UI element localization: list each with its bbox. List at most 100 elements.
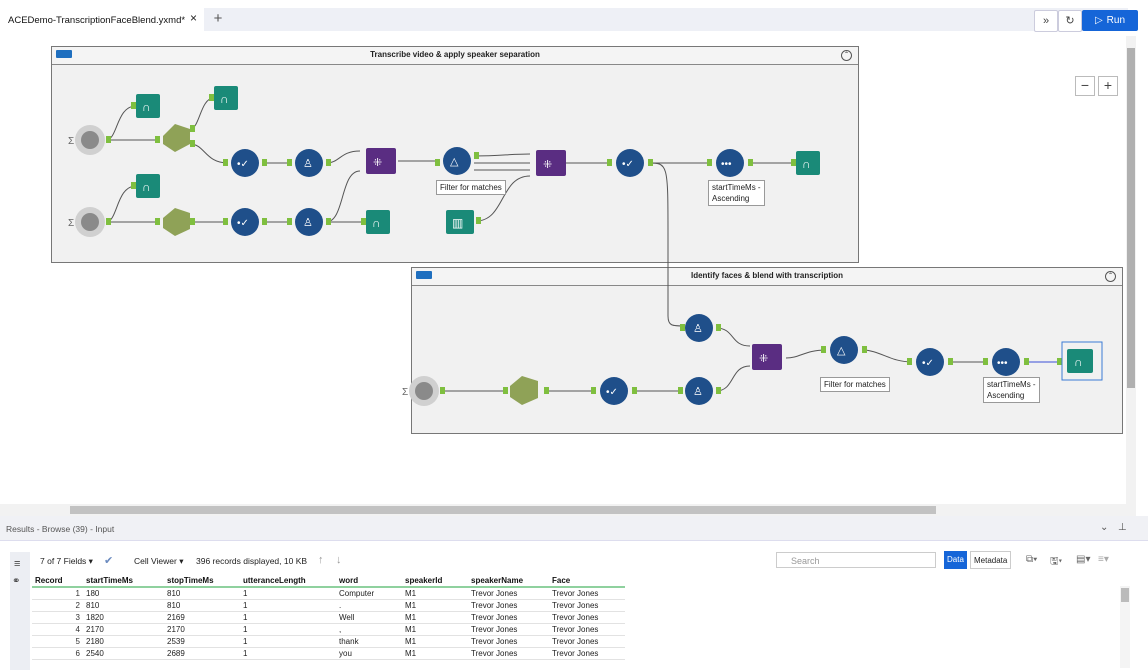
menu-icon[interactable]: ≡ [14, 558, 21, 570]
table-cell: 1 [240, 647, 336, 660]
svg-text:•✓: •✓ [622, 159, 634, 170]
sort-tool-icon: ••• [716, 149, 744, 177]
table-cell: 2180 [83, 635, 164, 648]
connection [785, 349, 827, 359]
table-cell: Trevor Jones [468, 623, 549, 636]
canvas-vertical-scroll-thumb[interactable] [1127, 48, 1135, 388]
arrow-down-icon[interactable]: ↓ [336, 554, 342, 566]
input-video-tool-1: Σ [68, 125, 105, 155]
metadata-tab[interactable]: Metadata [970, 551, 1012, 569]
table-cell: 6 [32, 647, 83, 660]
svg-text:⁜: ⁜ [543, 159, 552, 171]
table-cell: 1 [32, 587, 83, 600]
column-header[interactable]: Face [549, 574, 625, 588]
svg-text:•✓: •✓ [922, 358, 934, 369]
results-vertical-scrollbar[interactable] [1120, 586, 1130, 668]
search-input[interactable]: Search [776, 552, 936, 568]
layout-icon[interactable]: ▤▾ [1076, 554, 1091, 565]
container-title: Identify faces & blend with transcriptio… [690, 271, 844, 280]
check-icon[interactable]: ✔ [104, 555, 114, 567]
svg-text:♙: ♙ [303, 217, 313, 229]
results-title: Results - Browse (39) - Input [6, 524, 115, 534]
tab-strip [204, 8, 1128, 31]
formula-tool-icon: ♙ [685, 377, 713, 405]
connection [473, 153, 531, 157]
select-tool-icon: •✓ [600, 377, 628, 405]
table-cell: 2170 [164, 623, 240, 636]
expand-panel-button[interactable]: » [1034, 10, 1058, 32]
input-video-tool-2: Σ [68, 207, 105, 237]
collapse-chevron-icon[interactable]: ⌄ [1100, 522, 1109, 533]
svg-text:Σ: Σ [402, 387, 408, 398]
cell-viewer-dropdown[interactable]: Cell Viewer ▾ [134, 556, 184, 566]
table-cell: Trevor Jones [549, 647, 625, 660]
connection [189, 143, 229, 164]
table-cell: 180 [83, 587, 164, 600]
copy-icon[interactable]: ⧉▾ [1026, 554, 1038, 565]
table-cell: 1 [240, 635, 336, 648]
input-video-tool-3: Σ [402, 376, 439, 406]
table-cell: 2 [32, 599, 83, 612]
svg-text:△: △ [450, 156, 459, 168]
table-cell: M1 [402, 599, 468, 612]
column-header[interactable]: word [336, 574, 402, 588]
canvas-horizontal-scroll-thumb[interactable] [70, 506, 936, 514]
pin-icon[interactable]: ⊥ [1118, 522, 1127, 533]
save-icon[interactable]: 🖫▾ [1050, 556, 1063, 567]
filter-annotation: Filter for matches [436, 180, 506, 195]
column-header[interactable]: stopTimeMs [164, 574, 240, 588]
transcribe-tool-icon [163, 124, 190, 152]
svg-text:⁜: ⁜ [759, 353, 768, 365]
container-title: Transcribe video & apply speaker separat… [370, 50, 540, 59]
column-header[interactable]: speakerName [468, 574, 549, 588]
formula-tool-icon: ♙ [295, 208, 323, 236]
svg-text:△: △ [837, 345, 846, 357]
browse-tool-icon: ∩ [136, 174, 160, 198]
arrow-up-icon[interactable]: ↑ [318, 554, 324, 566]
svg-text:∩: ∩ [802, 157, 811, 171]
table-cell: 2170 [83, 623, 164, 636]
column-header[interactable]: Record [32, 574, 83, 588]
text-input-tool-icon: ▥ [446, 210, 474, 234]
table-cell: M1 [402, 623, 468, 636]
add-tab-button[interactable]: + [213, 10, 223, 27]
svg-text:∩: ∩ [220, 92, 229, 106]
table-cell: M1 [402, 587, 468, 600]
zoom-in-button[interactable]: + [1098, 76, 1118, 96]
tab-close-icon[interactable]: × [190, 11, 198, 25]
data-tab[interactable]: Data [944, 551, 967, 569]
workflow-canvas[interactable]: − + Transcribe video & apply speaker sep… [0, 36, 1126, 504]
table-cell: Well [336, 611, 402, 624]
zoom-out-button[interactable]: − [1075, 76, 1095, 96]
more-options-icon[interactable]: ≡▾ [1098, 554, 1109, 565]
table-cell: 1820 [83, 611, 164, 624]
column-header[interactable]: speakerId [402, 574, 468, 588]
table-cell: , [336, 623, 402, 636]
collapse-icon[interactable]: ⌃ [1105, 271, 1116, 282]
column-header[interactable]: utteranceLength [240, 574, 336, 588]
browse-tool-icon: ∩ [214, 86, 238, 110]
results-scroll-thumb[interactable] [1121, 588, 1129, 602]
join-tool-icon: ⁜ [752, 344, 782, 370]
binoculars-icon[interactable]: ⚭ [12, 576, 21, 587]
svg-text:♙: ♙ [303, 158, 313, 170]
collapse-icon[interactable]: ⌃ [841, 50, 852, 61]
run-button[interactable]: ▷ Run [1082, 10, 1138, 31]
tab-workflow[interactable]: ACEDemo-TranscriptionFaceBlend.yxmd* [8, 9, 185, 31]
svg-text:∩: ∩ [1074, 355, 1083, 369]
browse-tool-icon: ∩ [366, 210, 390, 234]
fields-dropdown[interactable]: 7 of 7 Fields ▾ [40, 556, 93, 566]
records-info: 396 records displayed, 10 KB [196, 556, 308, 566]
browse-tool-icon-selected: ∩ [1061, 341, 1103, 381]
formula-tool-icon: ♙ [685, 314, 713, 342]
table-cell: 5 [32, 635, 83, 648]
history-icon[interactable]: ↻ [1058, 10, 1082, 32]
column-header[interactable]: startTimeMs [83, 574, 164, 588]
